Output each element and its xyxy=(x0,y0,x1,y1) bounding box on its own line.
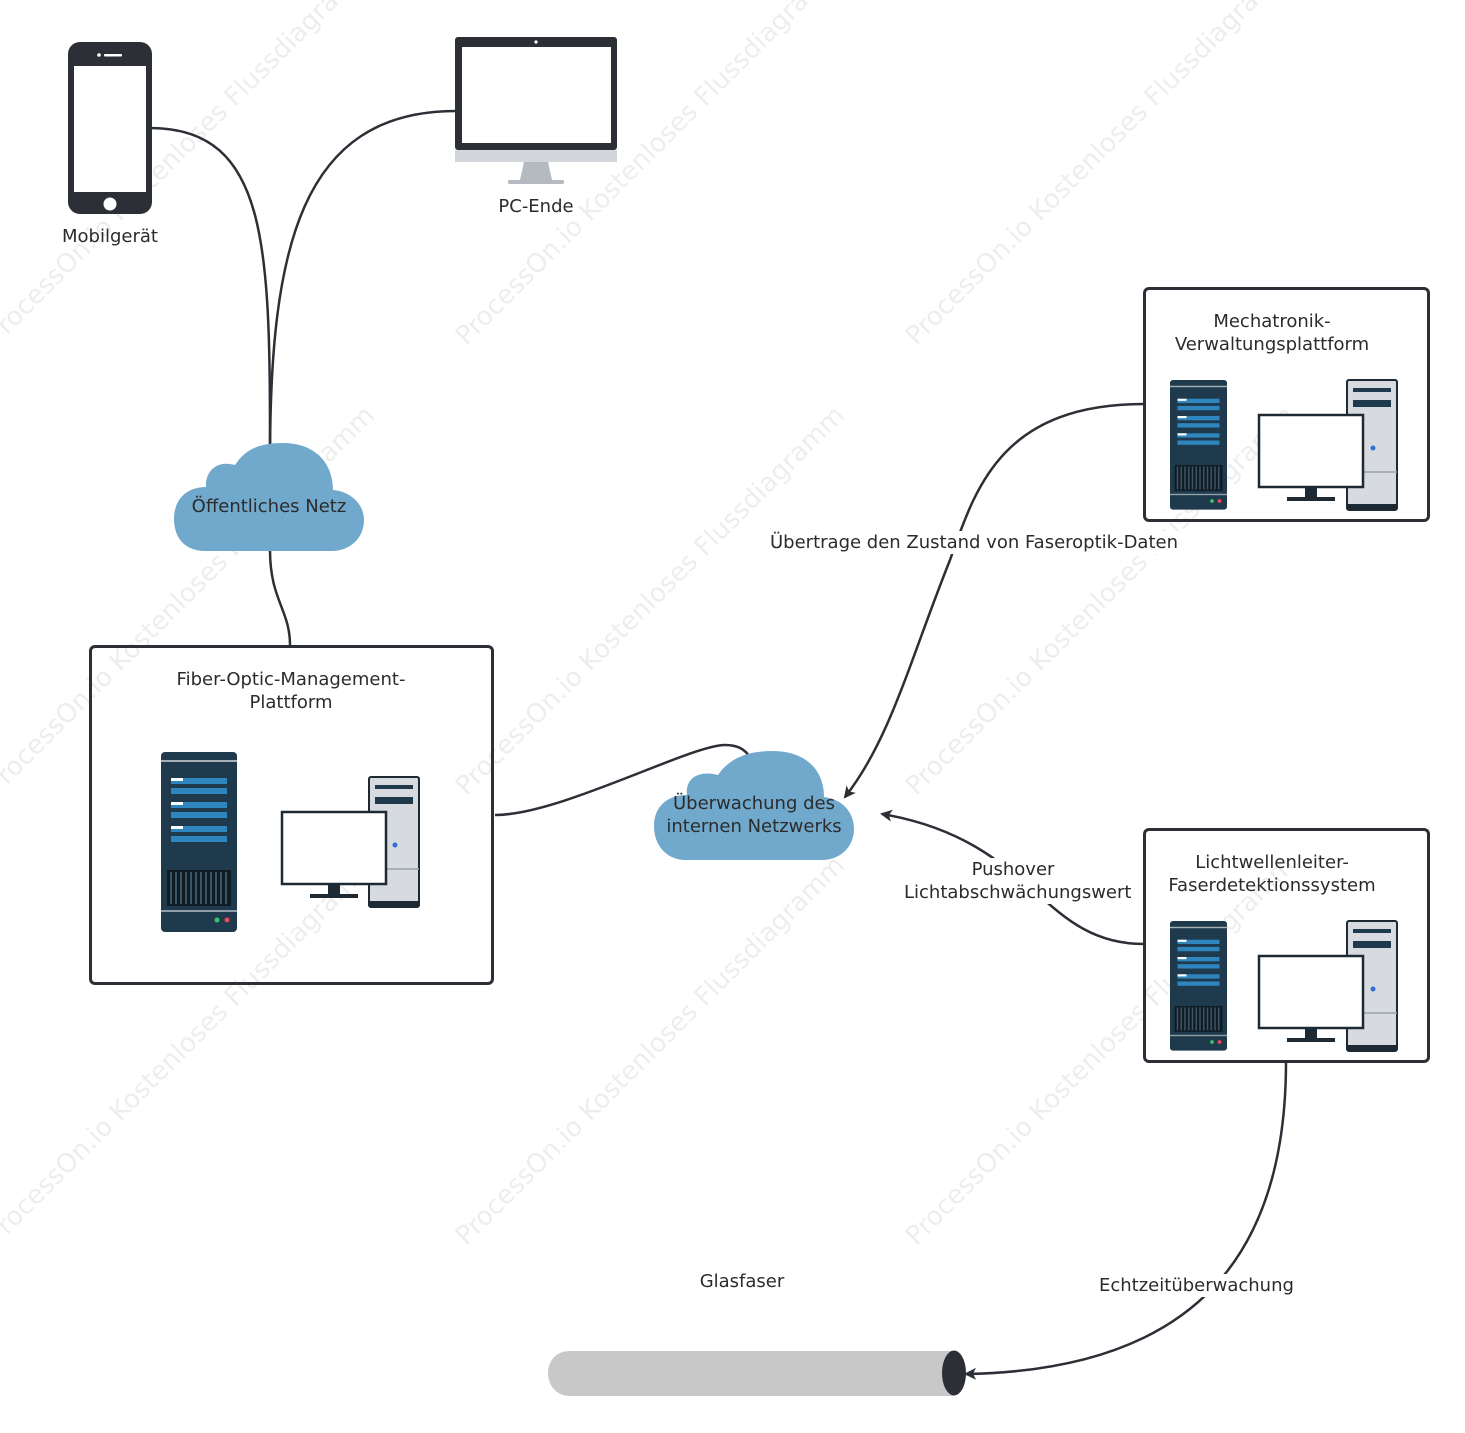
public-network-cloud[interactable] xyxy=(174,443,364,551)
edge-detection-fiber[interactable] xyxy=(964,1061,1288,1380)
mobile-device-icon[interactable] xyxy=(68,42,152,214)
edge-public-fiber-mgmt[interactable] xyxy=(268,549,292,646)
internal-network-cloud[interactable] xyxy=(654,751,854,860)
fiber-cable-icon[interactable] xyxy=(548,1350,966,1397)
realtime-edge-label: Echtzeitüberwachung xyxy=(1097,1274,1296,1297)
detection-title: Lichtwellenleiter-Faserdetektionssystem xyxy=(1168,852,1376,896)
mechatronik-title: Mechatronik-Verwaltungsplattform xyxy=(1174,311,1370,355)
fiber-management-platform-box[interactable] xyxy=(89,645,494,985)
mobile-device-label: Mobilgerät xyxy=(62,226,158,247)
internal-network-label: Überwachung des internen Netzwerks xyxy=(666,793,842,837)
fiber-label: Glasfaser xyxy=(699,1271,785,1292)
pc-monitor-icon[interactable] xyxy=(455,37,617,184)
public-network-label: Öffentliches Netz xyxy=(191,496,347,517)
edge-mechatronik-internal[interactable] xyxy=(843,402,1145,799)
edge-mobile-public[interactable] xyxy=(149,126,272,461)
edge-pc-public[interactable] xyxy=(268,109,457,461)
pc-label: PC-Ende xyxy=(498,196,574,217)
fiber-management-title: Fiber-Optic-Management-Plattform xyxy=(176,669,406,713)
mechatronik-platform-box[interactable] xyxy=(1143,287,1430,522)
transmit-edge-label: Übertrage den Zustand von Faseroptik-Dat… xyxy=(768,531,1181,554)
pushover-edge-label: Pushover Lichtabschwächungswert xyxy=(902,858,1132,904)
detection-system-box[interactable] xyxy=(1143,828,1430,1063)
